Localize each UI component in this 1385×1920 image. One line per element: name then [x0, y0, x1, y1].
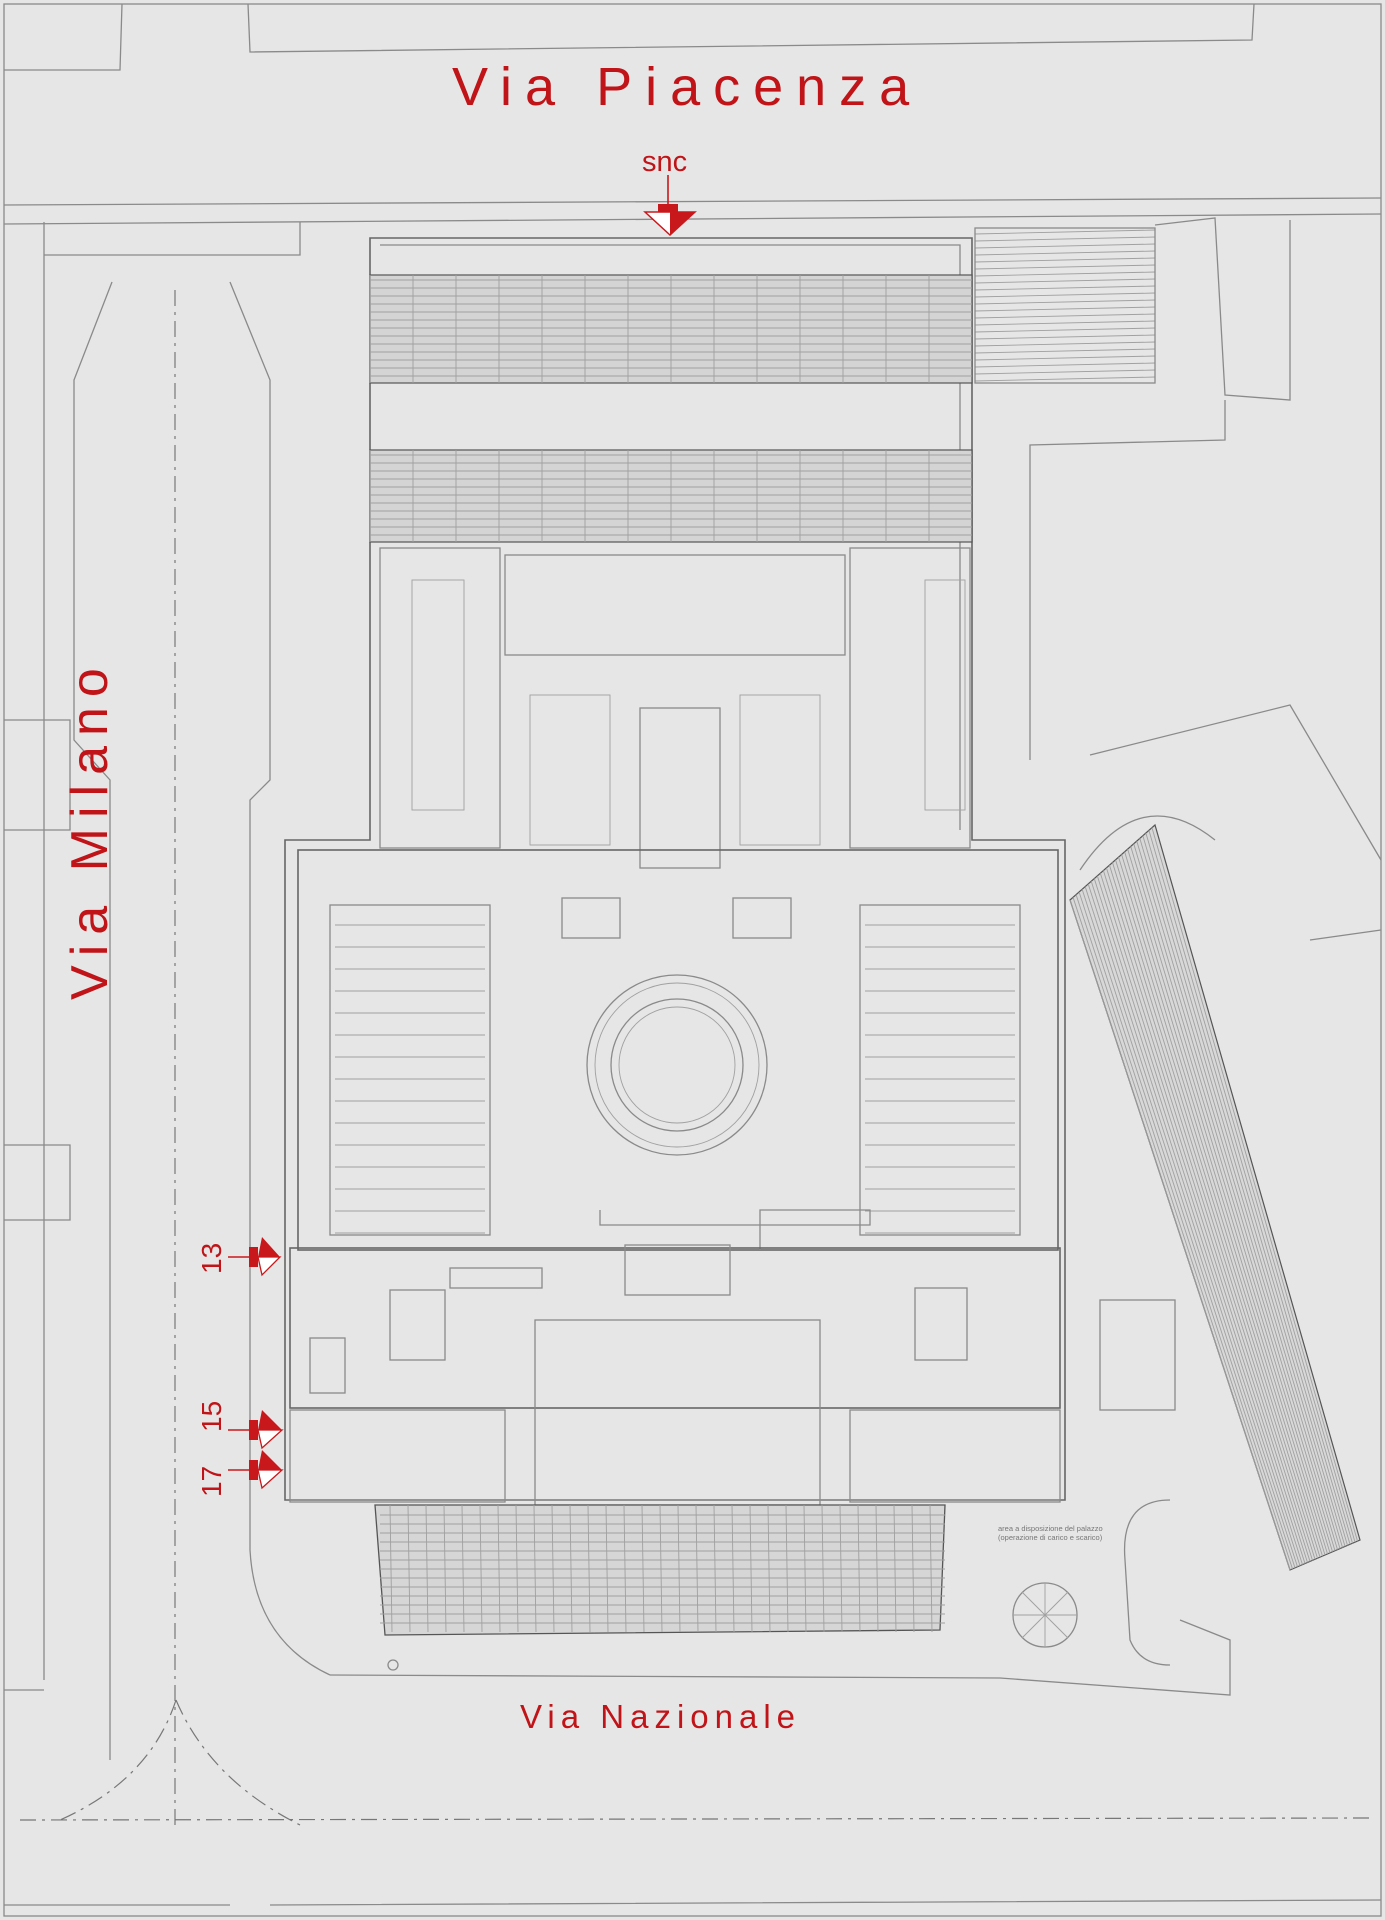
annex-connector — [1099, 1299, 1176, 1411]
sw-rooms — [289, 1409, 506, 1503]
rotunda-inner — [618, 1006, 736, 1124]
south-block-room-e — [914, 1287, 968, 1361]
south-block-room-w2 — [309, 1337, 346, 1394]
west-block-lines — [4, 719, 71, 1691]
loading-area-curb — [1123, 1499, 1171, 1666]
via-nazionale-centerline — [19, 1817, 1371, 1821]
west-wing-room — [379, 547, 501, 849]
via-nazionale-north-curb — [329, 1619, 1231, 1696]
main-hall-outline — [297, 849, 1059, 1251]
west-pillar — [561, 897, 621, 939]
access-marker-15 — [228, 1410, 284, 1450]
survey-point-symbol — [387, 1659, 399, 1671]
entrance-hall — [534, 1319, 821, 1506]
via-nazionale-south-curb — [4, 1899, 1382, 1906]
east-stair-grid — [739, 694, 821, 846]
annex-hatch-lines — [1069, 827, 1358, 1571]
annex-surroundings — [1089, 704, 1382, 941]
civic-number-15: 15 — [196, 1400, 227, 1432]
via-piacenza-south-curb — [3, 197, 1382, 206]
east-pillar — [732, 897, 792, 939]
loading-area-note: area a disposizione del palazzo (operazi… — [998, 1524, 1103, 1542]
palace-inner-line — [380, 244, 961, 830]
access-marker-17 — [228, 1450, 284, 1490]
rotunda-outer — [586, 974, 768, 1156]
east-wing-room — [849, 547, 971, 849]
civic-number-17: 17 — [196, 1465, 227, 1497]
hall-seating-lines — [335, 924, 1015, 1234]
east-block-outline — [1029, 217, 1291, 760]
civic-number-13: 13 — [196, 1242, 227, 1274]
service-block — [504, 554, 846, 656]
central-stair — [639, 707, 721, 869]
map-frame — [3, 3, 1382, 1917]
south-block-center — [624, 1244, 731, 1296]
west-sidewalk — [43, 222, 301, 1680]
via-milano-centerline — [59, 290, 301, 1830]
palace-outline — [284, 237, 1066, 1501]
civic-number-snc: snc — [642, 146, 688, 178]
west-hall-block — [329, 904, 491, 1236]
hall-south-step — [599, 1209, 871, 1250]
east-hall-block — [859, 904, 1021, 1236]
roof-hatch-lines — [369, 229, 1156, 542]
front-step-lines — [380, 1504, 945, 1633]
west-stair-grid — [529, 694, 611, 846]
access-marker-snc — [643, 175, 697, 237]
street-label-via-milano: Via Milano — [61, 658, 119, 1000]
west-wing-table — [411, 579, 465, 811]
south-block-outline — [289, 1247, 1061, 1409]
east-adjoining-roof — [974, 227, 1156, 384]
south-block-room-w — [389, 1289, 446, 1361]
via-milano-curbs — [73, 281, 331, 1760]
street-label-via-piacenza: Via Piacenza — [452, 57, 923, 117]
access-marker-13 — [228, 1237, 282, 1277]
via-piacenza-inner-line — [3, 213, 1382, 225]
south-block-bench — [449, 1267, 543, 1289]
east-wing-table — [924, 579, 966, 811]
street-label-via-nazionale: Via Nazionale — [520, 1698, 802, 1735]
north-block-outline — [4, 3, 1255, 71]
se-rooms — [849, 1409, 1061, 1503]
annex-apse — [1079, 815, 1216, 871]
